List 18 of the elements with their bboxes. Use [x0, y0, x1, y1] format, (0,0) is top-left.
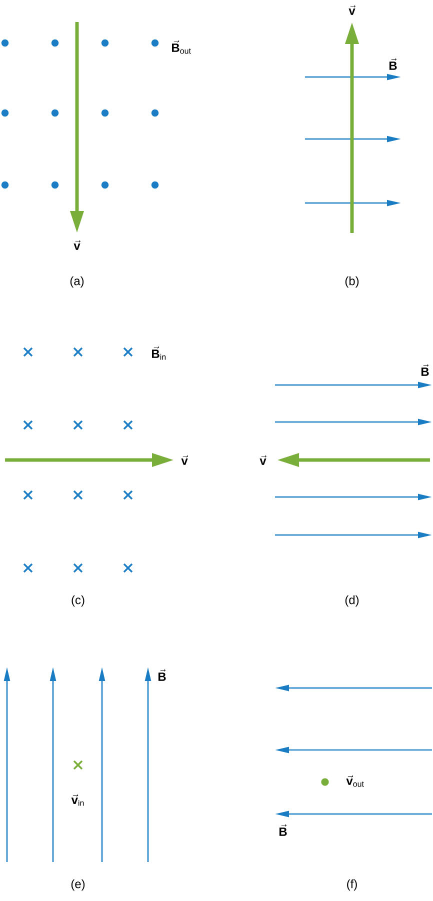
panel-label: (b)	[345, 276, 359, 288]
vector-label: $\vec{\mathbf{B}}_{\mathrm{in}}$	[152, 346, 166, 360]
panel-label: (d)	[345, 595, 359, 607]
vector-label: $\vec{\mathbf{B}}$	[389, 58, 397, 70]
vector-label: $\vec{\mathbf{v}}$	[181, 455, 188, 465]
vector-label: $\vec{\mathbf{v}}$	[348, 5, 356, 15]
vector-label: $\vec{\mathbf{B}}_{\mathrm{out}}$	[172, 40, 191, 54]
vector-label: $\vec{\mathbf{v}}_{\mathrm{in}}$	[71, 794, 84, 806]
panel-label: (f)	[347, 879, 357, 891]
vector-label: $\vec{\mathbf{B}}$	[279, 824, 287, 836]
vector-label: $\vec{\mathbf{v}}$	[74, 240, 81, 250]
panel-label: (a)	[70, 276, 84, 288]
vector-label: $\vec{\mathbf{B}}$	[421, 364, 429, 376]
panel-label: (c)	[72, 595, 84, 607]
panel-label: (e)	[71, 879, 85, 891]
vector-label: $\vec{\mathbf{v}}$	[260, 455, 267, 465]
vector-label: $\vec{\mathbf{B}}$	[158, 669, 166, 681]
vector-label: $\vec{\mathbf{v}}_{\mathrm{out}}$	[346, 775, 364, 787]
